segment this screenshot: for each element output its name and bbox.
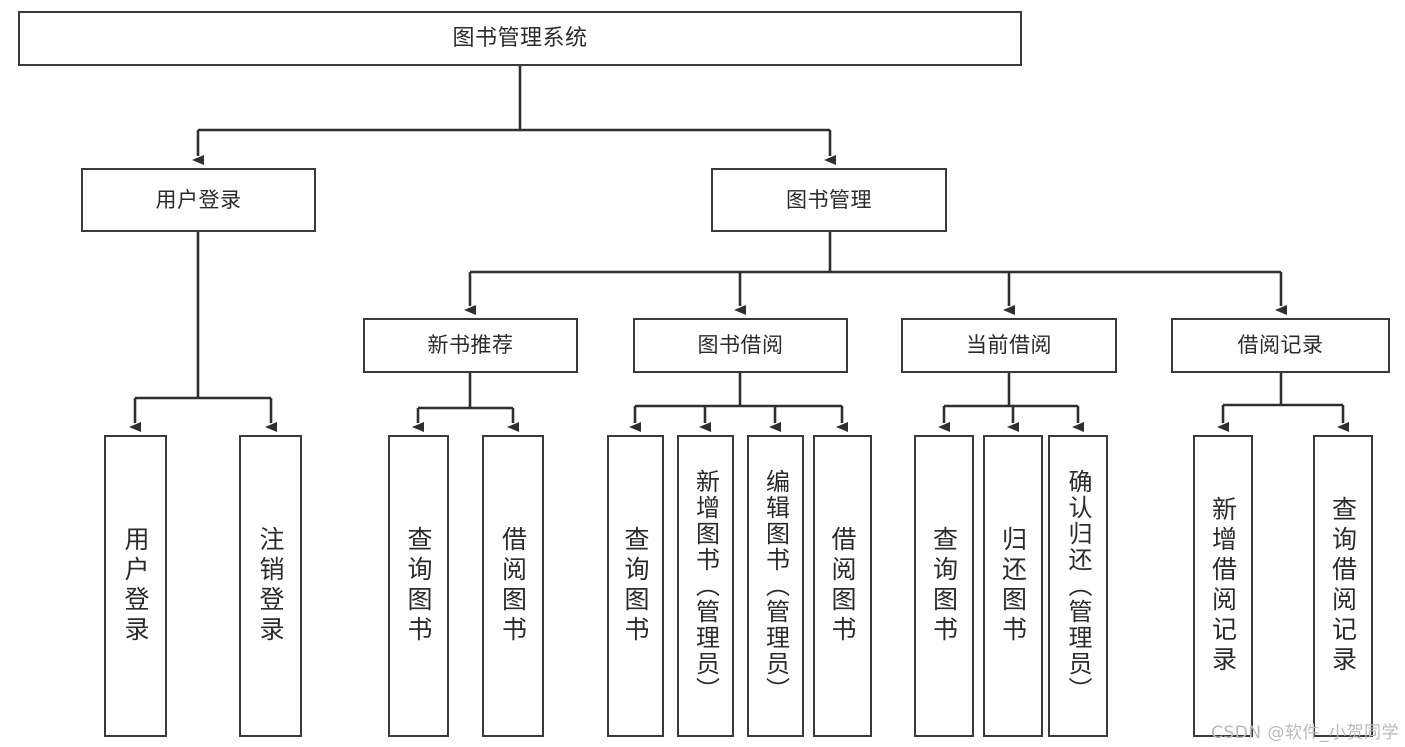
node-label: 借阅图书 (498, 526, 528, 646)
node-label: 用户登录 (121, 526, 150, 646)
leaf-query-book-borrow[interactable]: 查询图书 (607, 435, 664, 737)
node-label: 用户登录 (155, 187, 242, 212)
node-new-book-recommend[interactable]: 新书推荐 (363, 318, 578, 373)
leaf-query-borrow-record[interactable]: 查询借阅记录 (1313, 435, 1373, 737)
node-label: 新书推荐 (427, 333, 514, 358)
node-label: 借阅图书 (828, 526, 857, 646)
node-label: 当前借阅 (966, 333, 1052, 358)
node-label: 编辑图书（管理员） (761, 469, 790, 703)
node-book-management[interactable]: 图书管理 (711, 168, 947, 232)
node-label: 归还图书 (998, 526, 1028, 646)
leaf-logout[interactable]: 注销登录 (239, 435, 302, 737)
node-label: 注销登录 (256, 526, 285, 646)
leaf-confirm-return-admin[interactable]: 确认归还（管理员） (1048, 435, 1108, 737)
leaf-add-borrow-record[interactable]: 新增借阅记录 (1193, 435, 1253, 737)
node-label: 图书管理系统 (452, 25, 588, 51)
leaf-user-login[interactable]: 用户登录 (104, 435, 167, 737)
node-label: 借阅记录 (1237, 333, 1324, 358)
leaf-return-book[interactable]: 归还图书 (983, 435, 1043, 737)
node-label: 图书管理 (786, 187, 872, 212)
node-label: 查询图书 (621, 526, 650, 646)
node-book-borrow[interactable]: 图书借阅 (633, 318, 848, 373)
node-user-login[interactable]: 用户登录 (81, 168, 316, 232)
watermark: CSDN @软件_小贺同学 (1211, 723, 1399, 743)
node-borrow-record[interactable]: 借阅记录 (1171, 318, 1390, 373)
node-label: 确认归还（管理员） (1064, 469, 1092, 703)
leaf-query-book-recommend[interactable]: 查询图书 (388, 435, 449, 737)
node-label: 新增借阅记录 (1208, 496, 1238, 676)
leaf-borrow-book-recommend[interactable]: 借阅图书 (482, 435, 544, 737)
node-root-system[interactable]: 图书管理系统 (18, 11, 1022, 66)
node-current-borrow[interactable]: 当前借阅 (901, 318, 1117, 373)
leaf-query-book-current[interactable]: 查询图书 (914, 435, 974, 737)
leaf-add-book-admin[interactable]: 新增图书（管理员） (677, 435, 734, 737)
leaf-edit-book-admin[interactable]: 编辑图书（管理员） (747, 435, 804, 737)
node-label: 查询图书 (929, 526, 959, 646)
node-label: 图书借阅 (697, 333, 784, 358)
leaf-borrow-book[interactable]: 借阅图书 (813, 435, 872, 737)
node-label: 查询图书 (404, 526, 433, 646)
node-label: 新增图书（管理员） (691, 469, 720, 703)
node-label: 查询借阅记录 (1328, 496, 1358, 676)
